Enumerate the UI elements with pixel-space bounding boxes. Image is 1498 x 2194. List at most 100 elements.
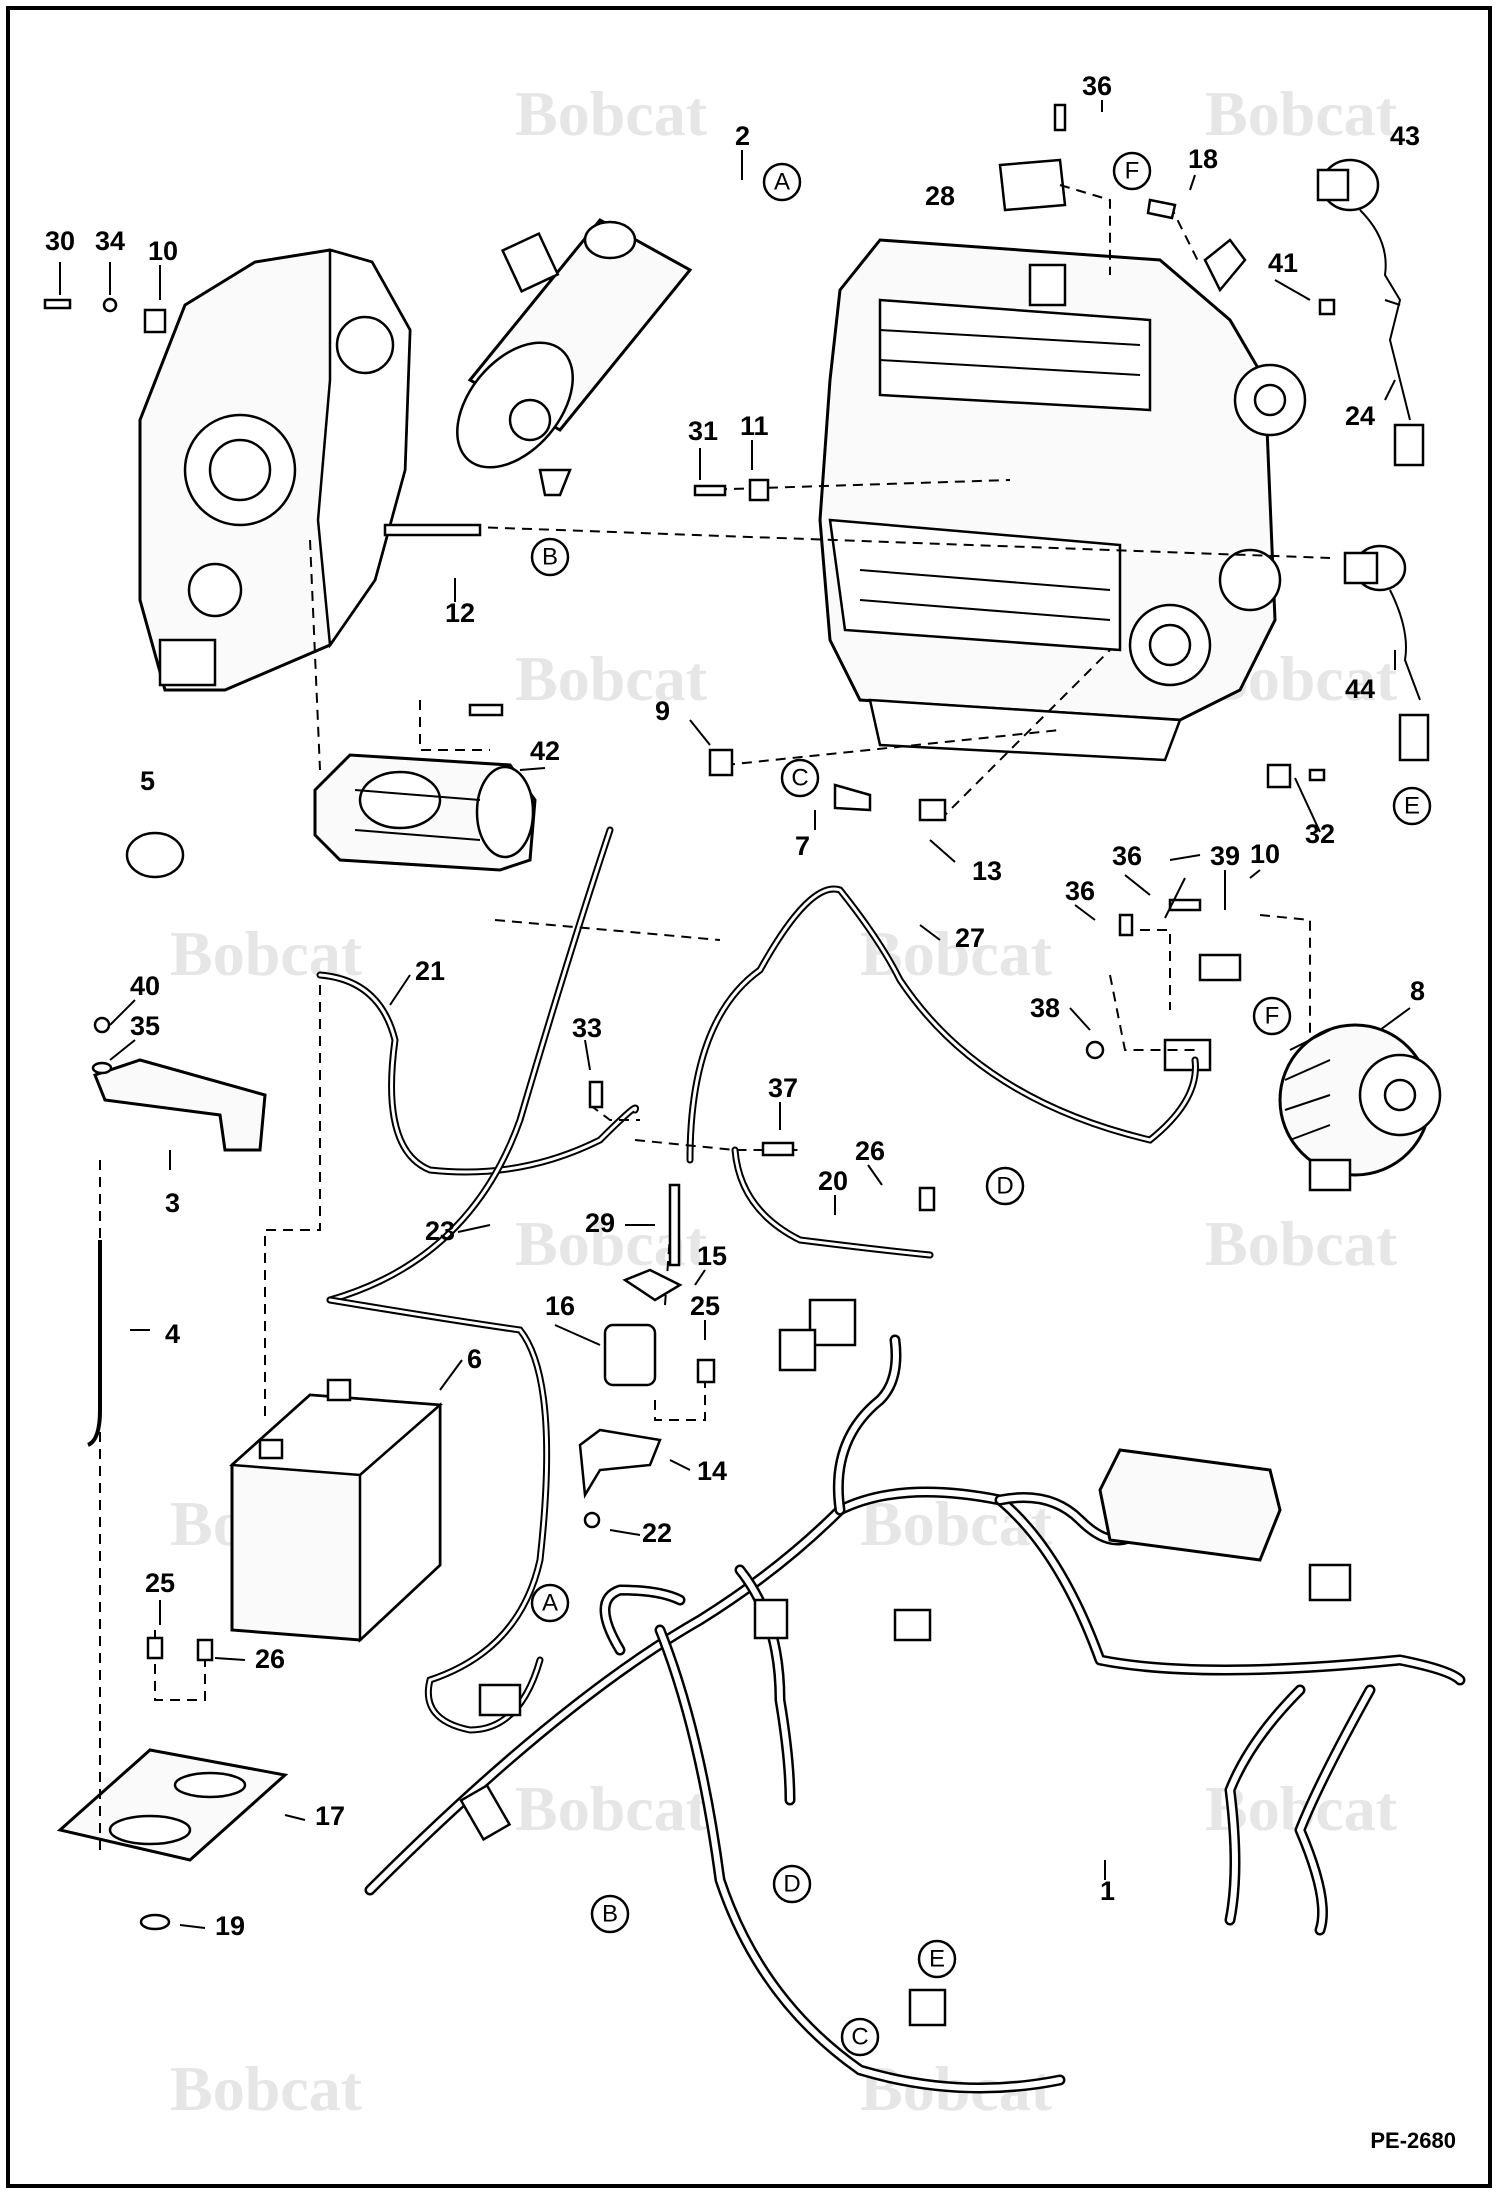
clamp-5	[125, 831, 185, 879]
callout-12: 12	[445, 598, 475, 628]
callout-34: 34	[95, 226, 125, 256]
callout-20: 20	[818, 1166, 848, 1196]
cable-23	[326, 826, 614, 1304]
callout-6: 6	[467, 1344, 482, 1374]
harness-connector	[808, 1298, 857, 1347]
callout-14: 14	[697, 1456, 727, 1486]
callout-40: 40	[130, 971, 160, 1001]
callout-29: 29	[585, 1208, 615, 1238]
starter-motor	[313, 753, 537, 872]
callout-27: 27	[955, 923, 985, 953]
harness-connector	[459, 1783, 512, 1842]
svg-text:A: A	[542, 1590, 558, 1617]
watermark: Bobcat	[515, 78, 708, 149]
callout-21: 21	[415, 956, 445, 986]
bracket-14	[578, 1428, 662, 1499]
watermark: Bobcat	[1205, 78, 1398, 149]
callout-44: 44	[1345, 674, 1375, 704]
callout-10: 10	[148, 236, 178, 266]
callout-1: 1	[1100, 1876, 1115, 1906]
callout-30: 30	[45, 226, 75, 256]
air-cleaner	[456, 218, 693, 497]
callout-31: 31	[688, 416, 718, 446]
ref-circle-b: B	[590, 1894, 630, 1934]
svg-text:F: F	[1265, 1003, 1280, 1030]
callout-18: 18	[1188, 144, 1218, 174]
flywheel-housing	[138, 248, 412, 692]
callout-36: 36	[1082, 71, 1112, 101]
callout-3: 3	[165, 1188, 180, 1218]
svg-text:D: D	[996, 1173, 1013, 1200]
callout-37: 37	[768, 1073, 798, 1103]
connector-38	[1163, 1038, 1212, 1072]
ref-circle-c: C	[780, 758, 820, 798]
ref-circle-d: D	[985, 1166, 1025, 1206]
callout-2: 2	[735, 121, 750, 151]
svg-text:A: A	[774, 169, 790, 196]
callout-10: 10	[1250, 839, 1280, 869]
cable-20	[731, 1146, 934, 1259]
svg-text:C: C	[791, 765, 808, 792]
ref-circle-f: F	[1252, 996, 1292, 1036]
callout-24: 24	[1345, 401, 1375, 431]
svg-text:F: F	[1125, 158, 1140, 185]
callout-32: 32	[1305, 819, 1335, 849]
ref-circle-e: E	[917, 1939, 957, 1979]
main-harness	[364, 1334, 1466, 2094]
harness-connector	[778, 1328, 817, 1372]
callout-35: 35	[130, 1011, 160, 1041]
callout-42: 42	[530, 736, 560, 766]
callout-5: 5	[140, 766, 155, 796]
callout-38: 38	[1030, 993, 1060, 1023]
callout-41: 41	[1268, 248, 1298, 278]
callout-4: 4	[165, 1319, 180, 1349]
battery	[228, 1378, 444, 1643]
callout-25: 25	[145, 1568, 175, 1598]
callout-labels: 1 2 3 4 5 6 7 8 9 10 10 11 12 13 14 15 1…	[45, 71, 1425, 1941]
svg-text:E: E	[929, 1946, 945, 1973]
battery-tray	[56, 1748, 289, 1862]
callout-8: 8	[1410, 976, 1425, 1006]
callout-26: 26	[855, 1136, 885, 1166]
control-module	[1098, 1448, 1282, 1562]
svg-text:B: B	[602, 1901, 618, 1928]
hold-down-3	[93, 1058, 267, 1152]
svg-text:E: E	[1404, 793, 1420, 820]
callout-36: 36	[1065, 876, 1095, 906]
ref-circle-d: D	[772, 1864, 812, 1904]
callout-22: 22	[642, 1518, 672, 1548]
diagram-id-label: PE-2680	[1370, 2128, 1456, 2153]
callout-16: 16	[545, 1291, 575, 1321]
watermark: Bobcat	[515, 643, 708, 714]
harness-connector	[908, 1988, 947, 2027]
callout-33: 33	[572, 1013, 602, 1043]
sensor-43	[1316, 158, 1425, 467]
sensor-44	[1343, 544, 1430, 762]
watermark: Bobcat	[860, 918, 1053, 989]
watermark: Bobcat	[1205, 1208, 1398, 1279]
reference-markers: A A B B C C D D E E F F	[530, 151, 1432, 2057]
ref-circle-e: E	[1392, 786, 1432, 826]
cable-21	[316, 971, 640, 1176]
callout-23: 23	[425, 1216, 455, 1246]
callout-7: 7	[795, 831, 810, 861]
ref-circle-a: A	[762, 162, 802, 202]
ref-circle-f: F	[1112, 151, 1152, 191]
alternator	[1278, 1023, 1442, 1192]
harness-connector	[753, 1598, 789, 1640]
watermark: Bobcat	[515, 1773, 708, 1844]
cable-27	[686, 885, 1199, 1164]
callout-leaders	[59, 100, 1411, 1929]
callout-11: 11	[740, 411, 769, 441]
engine-block	[818, 238, 1307, 762]
callout-43: 43	[1390, 121, 1420, 151]
harness-connector	[478, 1683, 522, 1717]
ref-circle-c: C	[840, 2017, 880, 2057]
svg-text:C: C	[851, 2024, 868, 2051]
ref-circle-a: A	[530, 1583, 570, 1623]
callout-26: 26	[255, 1644, 285, 1674]
harness-connector	[893, 1608, 932, 1642]
callout-25: 25	[690, 1291, 720, 1321]
